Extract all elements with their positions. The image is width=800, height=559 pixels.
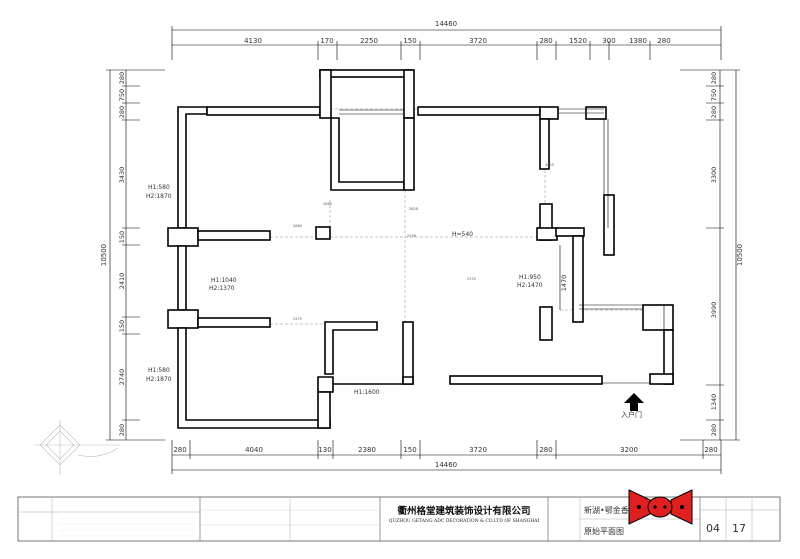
dim-label: 300: [602, 37, 615, 45]
compass-sketch-icon: [35, 420, 120, 475]
dim-label: 130: [318, 446, 331, 454]
page-number: 04: [706, 522, 720, 535]
dim-label: 1340: [710, 394, 718, 411]
dim-label: 280: [710, 106, 718, 118]
dim-label: 4040: [245, 446, 263, 454]
h1-annotation: H1:1600: [354, 389, 380, 396]
company-name-en: QUZHOU GETANG ADC DECORATION & CO.LTD OF…: [389, 518, 540, 524]
h1-annotation: H1:950: [519, 274, 541, 281]
left-total-dimension: 10500: [100, 244, 108, 266]
dim-label: 1380: [629, 37, 647, 45]
dim-label: 280: [710, 72, 718, 84]
dim-label: 1520: [569, 37, 587, 45]
windows: [177, 108, 665, 384]
h2-annotation: H2:1870: [146, 376, 172, 383]
dim-label: 3300: [710, 167, 718, 184]
dim-label: 3720: [469, 446, 487, 454]
h1-annotation: H1:580: [148, 184, 170, 191]
dim-label: 1470: [560, 275, 568, 292]
elevation-mark: 2660: [293, 224, 302, 228]
elevation-mark: 2575: [293, 317, 302, 321]
dim-label: 3200: [620, 446, 638, 454]
drawing-name: 原始平面图: [584, 526, 624, 536]
elevation-mark: 2536: [407, 234, 416, 238]
top-dimension-lines: [171, 26, 722, 60]
bottom-total-dimension: 14460: [435, 461, 457, 469]
dim-label: 4130: [244, 37, 262, 45]
dim-label: 150: [118, 320, 126, 332]
right-total-dimension: 10500: [736, 244, 744, 266]
beam-height-annotation: H=540: [452, 231, 473, 238]
elevation-mark: 2625: [545, 163, 554, 167]
dim-label: 2380: [358, 446, 376, 454]
dim-label: 3720: [469, 37, 487, 45]
elevation-mark: 2628: [409, 207, 418, 211]
h2-annotation: H2:1370: [209, 285, 235, 292]
h1-annotation: H1:1040: [211, 277, 237, 284]
top-total-dimension: 14460: [435, 20, 457, 28]
page-total: 17: [732, 522, 746, 535]
right-dimension-lines: [559, 69, 740, 441]
center-lines: [185, 108, 660, 385]
dim-label: 280: [118, 106, 126, 118]
dim-label: 2410: [118, 273, 126, 290]
company-name-cn: 衢州格堂建筑装饰设计有限公司: [397, 505, 530, 517]
dim-label: 280: [118, 424, 126, 436]
elevation-mark: 2660: [323, 202, 332, 206]
dim-label: 280: [118, 72, 126, 84]
h1-annotation: H1:580: [148, 367, 170, 374]
dim-label: 170: [320, 37, 333, 45]
dim-label: 150: [403, 446, 416, 454]
entrance-label: 入户门: [621, 410, 642, 419]
elevation-mark: 2570: [467, 277, 476, 281]
dim-label: 280: [657, 37, 670, 45]
bottom-dimension-lines: [171, 440, 722, 474]
dim-label: 150: [403, 37, 416, 45]
h2-annotation: H2:1470: [517, 282, 543, 289]
dim-label: 3990: [710, 302, 718, 319]
dim-label: 280: [710, 424, 718, 436]
dim-label: 280: [539, 446, 552, 454]
entrance-arrow-icon: [624, 393, 644, 411]
h2-annotation: H2:1870: [146, 193, 172, 200]
dim-label: 750: [118, 89, 126, 101]
dim-label: 280: [704, 446, 717, 454]
walls: [167, 69, 674, 429]
dim-label: 280: [173, 446, 186, 454]
ribbon-bow-icon: [628, 489, 693, 525]
project-name: 新湖•鄂金香: [584, 505, 629, 515]
dim-label: 750: [710, 89, 718, 101]
dim-label: 150: [118, 231, 126, 243]
dim-label: 2740: [118, 369, 126, 386]
dim-label: 280: [539, 37, 552, 45]
dim-label: 3430: [118, 167, 126, 184]
dim-label: 2250: [360, 37, 378, 45]
left-dimension-lines: [106, 69, 165, 441]
